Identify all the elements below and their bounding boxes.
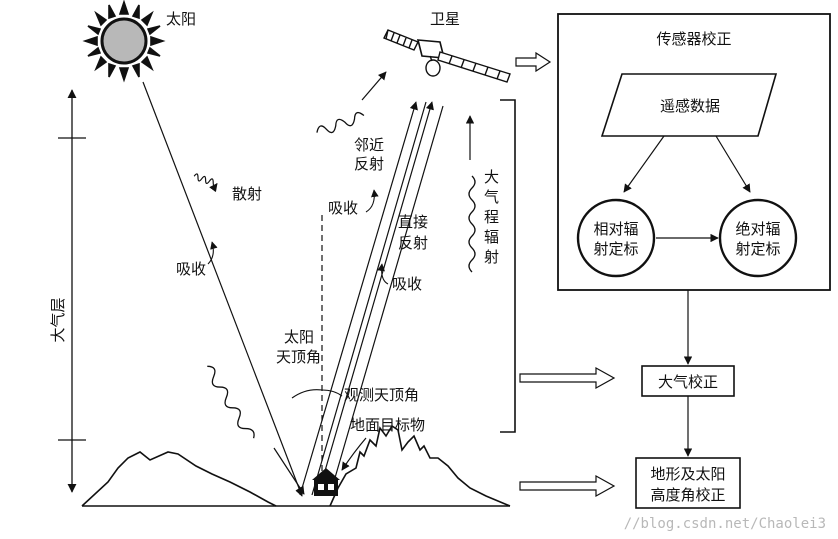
absorb-left-arrow: [207, 241, 218, 265]
radiation-wave-icon: [316, 111, 365, 134]
direct-reflection-label-2: 反射: [398, 234, 428, 252]
atm-radiation-label-2: 气: [484, 188, 499, 206]
absolute-calibration-label-1: 绝对辐: [735, 220, 780, 238]
sun-zenith-label-1: 太阳: [284, 328, 314, 346]
atmospheric-correction-box: [641, 365, 735, 397]
sun-zenith-label-2: 天顶角: [276, 348, 321, 366]
house-icon: [312, 468, 340, 496]
radiation-up-arrow: [361, 71, 387, 101]
remote-data-label: 遥感数据: [660, 97, 720, 115]
view-zenith-arc: [321, 389, 343, 397]
incident-ray: [142, 81, 304, 497]
absolute-calibration-circle: [718, 198, 798, 278]
atm-radiation-label-5: 射: [484, 248, 499, 266]
absorb-mid-label: 吸收: [328, 199, 358, 217]
relative-calibration-label-1: 相对辐: [593, 220, 638, 238]
atmosphere-scale: [58, 89, 86, 493]
adjacent-reflection-label-2: 反射: [354, 155, 384, 173]
ground-target-arrow: [341, 437, 367, 471]
atm-radiation-label-1: 大: [484, 168, 499, 186]
sun-zenith-arc: [291, 389, 323, 399]
satellite-label: 卫星: [430, 10, 460, 28]
sun-icon: [82, 0, 166, 83]
terrain-correction-label-1: 地形及太阳: [650, 465, 725, 483]
relative-calibration-label-2: 射定标: [593, 240, 638, 258]
remote-data-parallelogram: [600, 73, 778, 137]
terrain: [81, 424, 511, 507]
watermark: //blog.csdn.net/Chaolei3: [624, 516, 826, 532]
flow-arrow-to-relative: [623, 135, 665, 193]
terrain-correction-label-2: 高度角校正: [650, 486, 725, 504]
scatter-wave-icon: [193, 173, 218, 193]
satellite-icon: [383, 29, 511, 83]
atm-radiation-label-4: 辐: [484, 228, 499, 246]
sensor-calibration-title: 传感器校正: [656, 30, 731, 48]
absolute-calibration-label-2: 射定标: [735, 240, 780, 258]
path-radiation-wave-icon: [468, 175, 476, 273]
absorb-right-arrow: [377, 263, 389, 285]
hollow-arrows: [515, 51, 616, 498]
absorb-mid-arrow: [365, 189, 379, 213]
absorb-right-label: 吸收: [392, 275, 422, 293]
bracket: [500, 99, 516, 433]
ground-target-label: 地面目标物: [350, 416, 425, 434]
ground-wave-arrow: [273, 447, 305, 495]
flow-arrow-to-absolute: [715, 135, 751, 193]
terrain-correction-box: [635, 457, 741, 509]
direct-reflection-label-1: 直接: [398, 213, 428, 231]
adjacent-reflection-label-1: 邻近: [354, 136, 384, 154]
ground-wave-icon: [207, 365, 255, 439]
view-zenith-label: 观测天顶角: [344, 386, 419, 404]
atmosphere-layer-label: 大气层: [49, 297, 67, 342]
sun-label: 太阳: [166, 10, 196, 28]
reflected-rays: [299, 101, 444, 496]
relative-calibration-circle: [576, 198, 656, 278]
atmospheric-correction-label: 大气校正: [658, 373, 718, 391]
absorb-left-label: 吸收: [176, 260, 206, 278]
scatter-label: 散射: [232, 185, 262, 203]
atm-radiation-label-3: 程: [484, 208, 499, 226]
